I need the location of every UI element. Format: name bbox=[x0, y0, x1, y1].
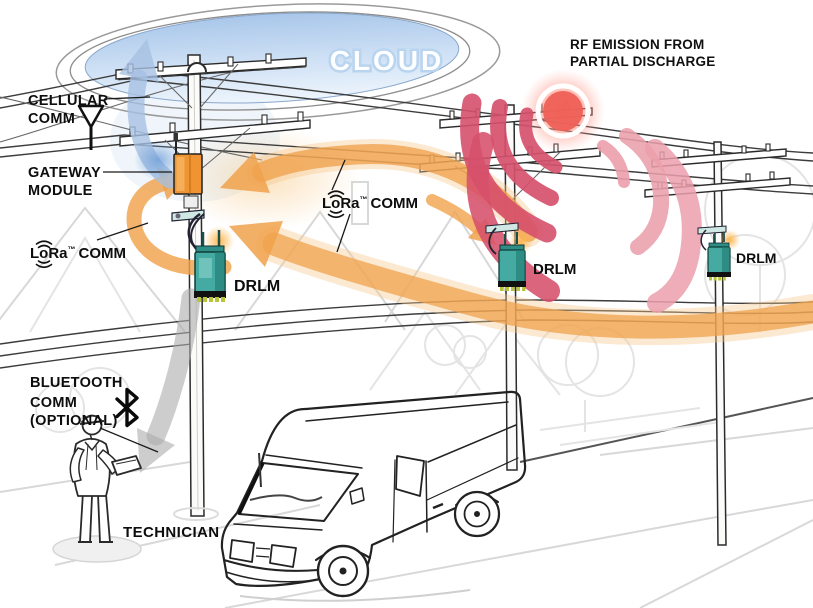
drlm-label-3: DRLM bbox=[736, 250, 776, 266]
bluetooth-icon bbox=[115, 387, 139, 428]
bluetooth-comm-label-3: (OPTIONAL) bbox=[30, 413, 118, 429]
radio-waves-icon bbox=[35, 240, 53, 269]
side-window bbox=[395, 455, 425, 497]
arrowhead bbox=[229, 221, 283, 267]
gateway-module-label: GATEWAY bbox=[28, 165, 101, 181]
arrowhead bbox=[220, 152, 270, 193]
side-mirror bbox=[349, 487, 365, 505]
bluetooth-comm-label-2: COMM bbox=[30, 395, 77, 411]
cloud-label: CLOUD bbox=[330, 45, 445, 76]
cloud-label-halo: CLOUD bbox=[330, 45, 445, 76]
antenna-icon bbox=[77, 104, 105, 150]
drlm-device-2 bbox=[485, 222, 533, 291]
drlm-device-3 bbox=[697, 225, 740, 281]
headlight-right bbox=[269, 544, 297, 568]
rf-source-dot bbox=[543, 91, 583, 131]
service-van bbox=[220, 390, 527, 602]
drlm-device-1 bbox=[171, 209, 234, 302]
technician-label: TECHNICIAN bbox=[123, 524, 220, 541]
tablet bbox=[111, 455, 142, 476]
headlight-left bbox=[229, 539, 255, 563]
gateway-glow bbox=[134, 140, 182, 180]
arrowhead bbox=[119, 39, 159, 82]
radio-waves-icon bbox=[327, 190, 345, 219]
drlm-label-2: DRLM bbox=[533, 261, 576, 278]
drlm-label-1: DRLM bbox=[234, 278, 280, 295]
cloud: CLOUD CLOUD bbox=[55, 3, 501, 121]
rf-emission-label: RF EMISSION FROM bbox=[570, 37, 704, 52]
bluetooth-comm-label: BLUETOOTH bbox=[30, 375, 123, 391]
rf-waves-right bbox=[597, 128, 702, 313]
rf-emission bbox=[460, 69, 702, 313]
callouts: RF EMISSION FROM PARTIAL DISCHARGE CELLU… bbox=[28, 37, 776, 541]
gateway-module-label-2: MODULE bbox=[28, 183, 93, 199]
cellular-comm-label-2: COMM bbox=[28, 111, 75, 127]
gateway-module bbox=[134, 133, 203, 209]
lora-arrow-band-lower bbox=[229, 221, 813, 346]
rf-emission-label-2: PARTIAL DISCHARGE bbox=[570, 54, 715, 69]
technician-figure bbox=[52, 414, 142, 563]
